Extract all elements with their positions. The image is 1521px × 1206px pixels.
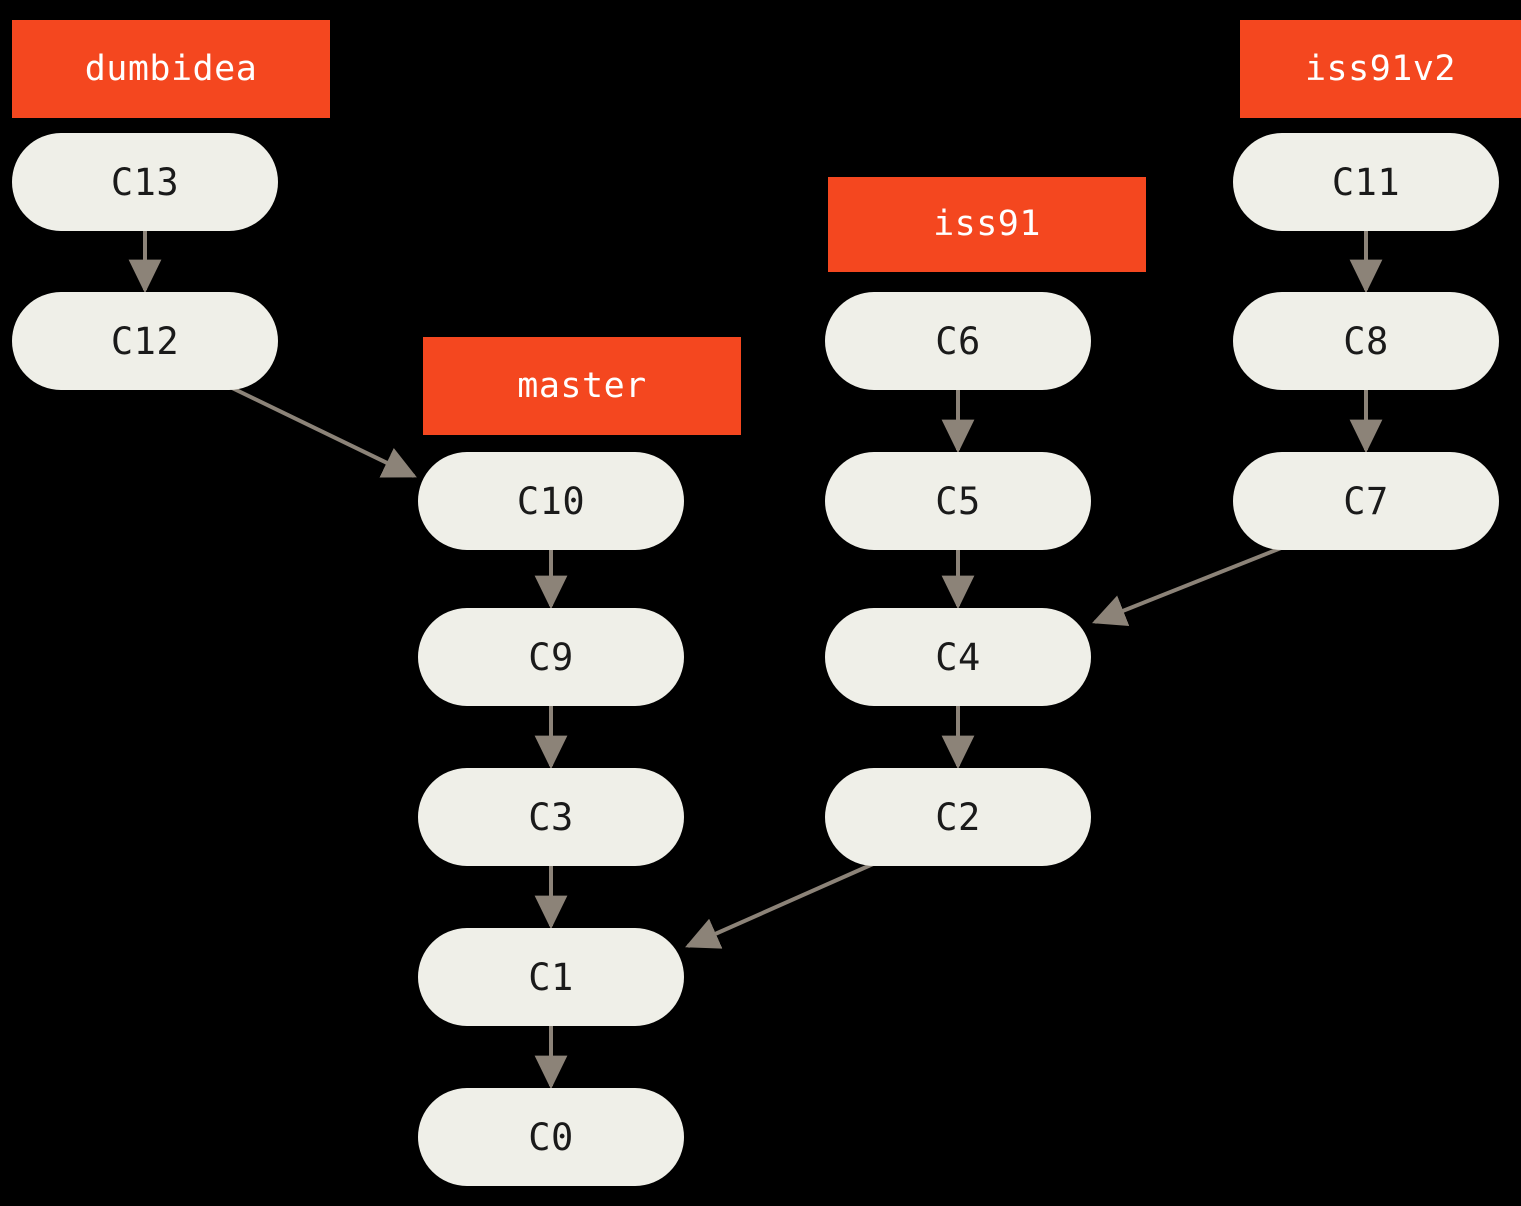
commit-label: C12 (110, 319, 180, 363)
commit-node-c10[interactable]: C10 (418, 452, 684, 550)
edge-c7-to-c4 (1092, 546, 1282, 627)
commit-label: C7 (1343, 479, 1389, 523)
commit-label: C3 (528, 795, 574, 839)
edge-c2-to-c1 (685, 862, 874, 949)
commit-label: C8 (1343, 319, 1389, 363)
commit-label: C1 (528, 955, 574, 999)
commit-label: C2 (935, 795, 981, 839)
commit-node-c4[interactable]: C4 (825, 608, 1091, 706)
branch-name: master (517, 365, 647, 406)
commit-node-c8[interactable]: C8 (1233, 292, 1499, 390)
commit-node-c5[interactable]: C5 (825, 452, 1091, 550)
branch-label-dumbidea[interactable]: dumbidea (12, 20, 330, 118)
branch-label-iss91[interactable]: iss91 (828, 177, 1146, 272)
commit-label: C4 (935, 635, 981, 679)
commit-label: C9 (528, 635, 574, 679)
branch-label-iss91v2[interactable]: iss91v2 (1240, 20, 1521, 118)
commit-node-c13[interactable]: C13 (12, 133, 278, 231)
commit-node-c3[interactable]: C3 (418, 768, 684, 866)
edge-c12-to-c10 (227, 384, 417, 478)
branch-name: dumbidea (84, 48, 258, 89)
branch-name: iss91v2 (1304, 48, 1456, 89)
commit-node-c2[interactable]: C2 (825, 768, 1091, 866)
branch-name: iss91 (933, 204, 1041, 244)
commit-label: C11 (1331, 160, 1401, 204)
commit-node-c1[interactable]: C1 (418, 928, 684, 1026)
commit-label: C13 (110, 160, 180, 204)
commit-node-c0[interactable]: C0 (418, 1088, 684, 1186)
commit-node-c7[interactable]: C7 (1233, 452, 1499, 550)
commit-label: C0 (528, 1115, 574, 1159)
commit-label: C10 (516, 479, 586, 523)
commit-label: C6 (935, 319, 981, 363)
commit-node-c9[interactable]: C9 (418, 608, 684, 706)
commit-node-c11[interactable]: C11 (1233, 133, 1499, 231)
branch-label-master[interactable]: master (423, 337, 741, 435)
edges-group (128, 231, 1383, 1090)
commit-node-c12[interactable]: C12 (12, 292, 278, 390)
commit-label: C5 (935, 479, 981, 523)
commit-node-c6[interactable]: C6 (825, 292, 1091, 390)
